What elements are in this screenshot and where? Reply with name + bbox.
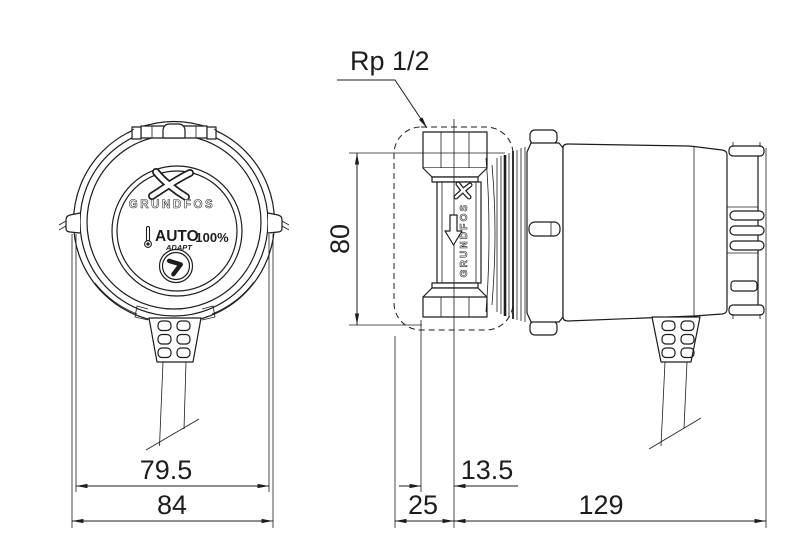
mode-sublabel: ADAPT [165, 243, 193, 252]
capacity-label: 100% [195, 230, 229, 245]
dimension-overall-width: 84 [72, 490, 273, 524]
front-view: GRUNDFOS AUTO ADAPT 100% [58, 120, 290, 528]
cable-front [145, 361, 200, 451]
grundfos-logo-icon [148, 168, 194, 201]
dimension-overall-length: 129 [454, 148, 767, 528]
dimension-head-width: 79.5 [76, 455, 269, 489]
push-button [158, 248, 194, 284]
grundfos-logo-icon-side [453, 181, 473, 200]
cable-side [648, 361, 702, 450]
chevron-right-icon [166, 258, 183, 277]
head-width-label: 79.5 [140, 455, 193, 485]
tab-spring-marks [58, 220, 290, 231]
overall-length-label: 129 [578, 490, 623, 520]
brand-label-vertical: GRUNDFOS [459, 203, 470, 278]
shell-depth-label: 25 [408, 490, 438, 520]
cap-rib [729, 210, 765, 221]
leader-line [337, 79, 428, 129]
dimension-shell-depth: 25 [395, 490, 454, 524]
dimension-port-axis-offset: 13.5 [394, 320, 518, 528]
nut-wing-top [529, 129, 558, 145]
thermometer-icon [144, 226, 152, 248]
cap-rib [729, 225, 765, 236]
side-tab-right [267, 212, 283, 234]
union-nut [526, 129, 564, 336]
brand-label: GRUNDFOS [129, 199, 216, 211]
nut-wing-bottom [529, 320, 558, 336]
side-view: GRUNDFOS [393, 119, 765, 528]
port-height-label: 80 [325, 224, 355, 254]
control-face: GRUNDFOS AUTO ADAPT 100% [111, 165, 243, 297]
nut-slot [528, 221, 561, 237]
end-cap [727, 142, 765, 319]
side-tab-left [65, 212, 81, 234]
dimension-port-thread: Rp 1/2 [337, 46, 430, 129]
cable-gland-front [134, 305, 216, 363]
mode-label: AUTO [155, 228, 199, 245]
motor-housing [562, 143, 728, 322]
cable-break-mark [648, 417, 702, 450]
cap-rib [729, 240, 765, 251]
cap-rib [728, 145, 765, 157]
pipe-ports [422, 131, 488, 318]
clamp-band-arc [211, 281, 255, 315]
cable-gland-side [651, 316, 701, 363]
cap-rib [728, 304, 765, 316]
dimension-port-height: 80 [325, 152, 505, 326]
housing-edge [491, 164, 496, 306]
port-axis-offset-label: 13.5 [461, 455, 514, 485]
housing-edge [485, 157, 490, 313]
port-thread-label: Rp 1/2 [350, 46, 430, 76]
cable-break-mark [145, 418, 200, 451]
top-clamp [127, 123, 221, 140]
flow-direction-arrow-icon [444, 214, 463, 246]
union-nut-knurl [496, 147, 526, 322]
dimensions: Rp 1/2 80 79.5 84 13.5 [72, 46, 767, 528]
overall-width-label: 84 [157, 490, 187, 520]
clamp-band-arc [94, 282, 138, 315]
cap-rib [730, 280, 758, 292]
